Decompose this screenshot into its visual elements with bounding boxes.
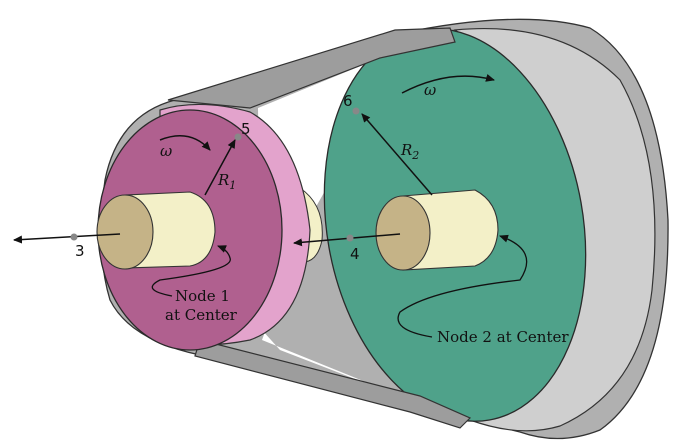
point-3-dot <box>70 233 78 241</box>
r2-label: R2 <box>400 141 419 162</box>
radius-r1-line <box>204 139 236 196</box>
node1-label-line1: Node 1 <box>175 287 230 305</box>
omega-small-label: ω <box>160 142 172 160</box>
large-shaft <box>375 189 499 271</box>
point-6-dot <box>352 107 360 115</box>
small-shaft <box>96 191 216 270</box>
node2-leader <box>397 234 528 338</box>
point-4-label: 4 <box>350 245 360 263</box>
omega-large-label: ω <box>424 81 436 99</box>
radius-r2-line <box>361 113 433 196</box>
belt-strands <box>167 27 472 429</box>
node1-label-line2: at Center <box>165 306 238 324</box>
small-shaft-end <box>96 194 154 270</box>
r1-subscript: 1 <box>229 179 236 192</box>
point-5-dot <box>234 133 242 141</box>
large-shaft-end <box>375 195 431 271</box>
belt-lower-strand <box>194 339 472 429</box>
point-6-label: 6 <box>343 92 353 110</box>
omega-large-arrow <box>401 74 495 94</box>
point-5-label: 5 <box>241 120 251 138</box>
point-4-dot <box>346 234 354 242</box>
omega-small-arrow <box>159 135 211 151</box>
belt-gap <box>258 57 420 404</box>
node2-label: Node 2 at Center <box>437 328 569 346</box>
r1-label: R1 <box>217 171 236 192</box>
point-3-label: 3 <box>75 242 85 260</box>
node1-leader <box>151 245 231 297</box>
belt-upper-strand <box>167 27 456 109</box>
r2-subscript: 2 <box>411 149 419 162</box>
force-arrow-3 <box>13 233 121 244</box>
